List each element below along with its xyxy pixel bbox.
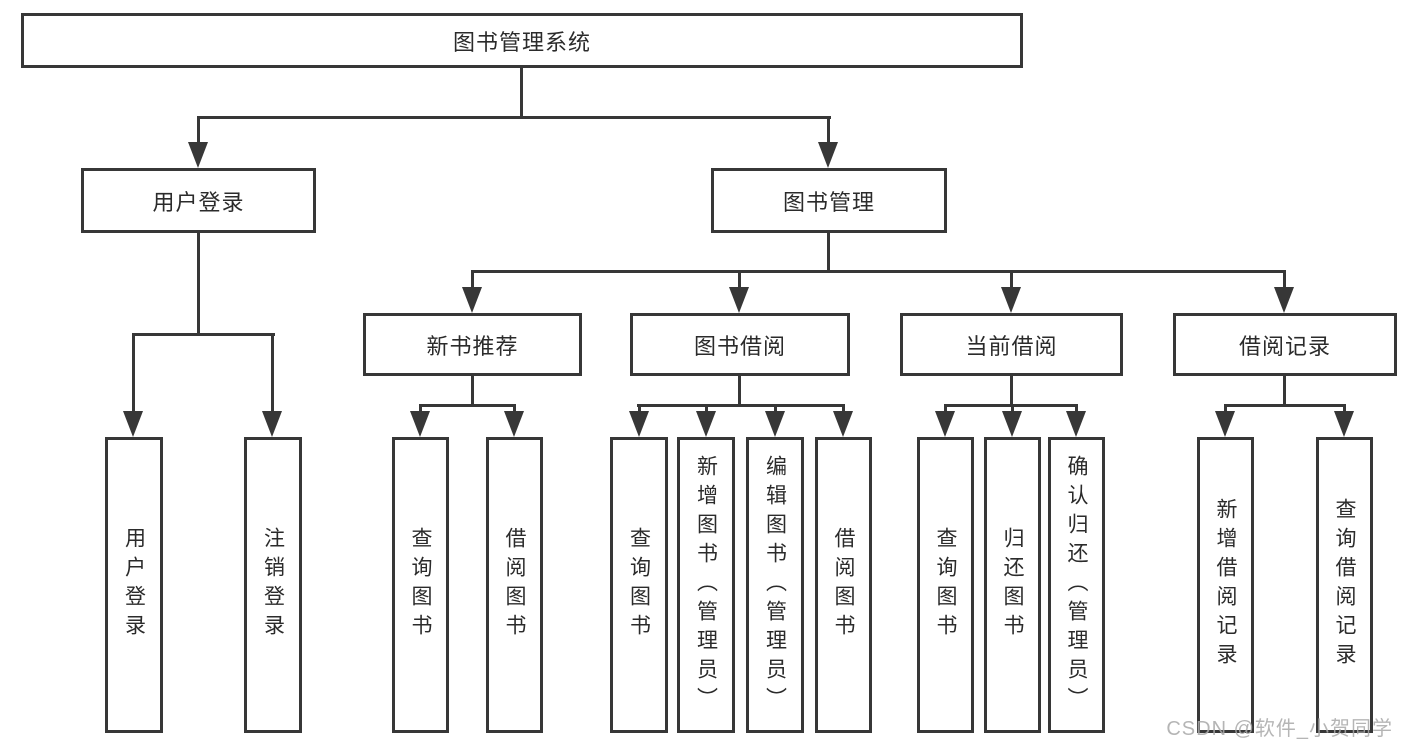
leaf-label: 查询借阅记录 bbox=[1333, 498, 1356, 672]
node-current-borrow: 当前借阅 bbox=[900, 313, 1123, 376]
leaf-label: 新增借阅记录 bbox=[1214, 498, 1237, 672]
leaf-label: 新增图书（管理员） bbox=[694, 454, 718, 716]
arrow-down-icon bbox=[729, 287, 749, 313]
leaf-label: 借阅图书 bbox=[832, 527, 855, 643]
node-label: 借阅记录 bbox=[1238, 333, 1331, 359]
arrow-down-icon bbox=[765, 411, 785, 437]
leaf-logout: 注销登录 bbox=[244, 437, 302, 733]
leaf-add-borrow-record: 新增借阅记录 bbox=[1197, 437, 1254, 733]
leaf-label: 编辑图书（管理员） bbox=[763, 454, 787, 716]
connector-stub bbox=[774, 404, 777, 416]
connector-stub bbox=[705, 404, 708, 416]
connector-stub bbox=[471, 270, 474, 290]
connector-section-stem bbox=[1010, 375, 1013, 407]
node-label: 图书借阅 bbox=[693, 333, 786, 359]
arrow-down-icon bbox=[504, 411, 524, 437]
connector-stub bbox=[1075, 404, 1078, 416]
connector-stub bbox=[1283, 270, 1286, 290]
connector-stub bbox=[513, 404, 516, 416]
leaf-label: 借阅图书 bbox=[503, 527, 526, 643]
connector-section-rail bbox=[1224, 404, 1346, 407]
node-label: 用户登录 bbox=[152, 189, 245, 215]
arrow-down-icon bbox=[462, 287, 482, 313]
connector-section-stem bbox=[738, 375, 741, 407]
connector-userlogin-stem bbox=[197, 232, 200, 336]
connector-stub bbox=[419, 404, 422, 416]
arrow-down-icon bbox=[833, 411, 853, 437]
leaf-confirm-return-admin: 确认归还（管理员） bbox=[1048, 437, 1105, 733]
arrow-down-icon bbox=[818, 142, 838, 168]
connector-stub bbox=[1011, 404, 1014, 416]
connector-stub bbox=[827, 116, 830, 144]
arrow-down-icon bbox=[1274, 287, 1294, 313]
connector-stub bbox=[1010, 270, 1013, 290]
connector-section-rail bbox=[419, 404, 516, 407]
connector-level2-rail bbox=[197, 116, 831, 119]
node-label: 图书管理系统 bbox=[452, 29, 591, 55]
arrow-down-icon bbox=[696, 411, 716, 437]
connector-stub bbox=[842, 404, 845, 416]
leaf-return-book: 归还图书 bbox=[984, 437, 1041, 733]
node-book-management: 图书管理 bbox=[711, 168, 947, 233]
connector-stub bbox=[638, 404, 641, 416]
connector-stub bbox=[1224, 404, 1227, 416]
connector-stub bbox=[944, 404, 947, 416]
arrow-down-icon bbox=[1001, 287, 1021, 313]
node-library-system: 图书管理系统 bbox=[21, 13, 1023, 68]
arrow-down-icon bbox=[262, 411, 282, 437]
connector-stub bbox=[132, 333, 135, 415]
leaf-borrow-books-1: 借阅图书 bbox=[486, 437, 543, 733]
leaf-query-borrow-record: 查询借阅记录 bbox=[1316, 437, 1373, 733]
connector-section-stem bbox=[471, 375, 474, 407]
arrow-down-icon bbox=[1334, 411, 1354, 437]
connector-userlogin-rail bbox=[132, 333, 275, 336]
connector-stub bbox=[738, 270, 741, 290]
leaf-edit-book-admin: 编辑图书（管理员） bbox=[746, 437, 804, 733]
leaf-label: 查询图书 bbox=[934, 527, 957, 643]
leaf-label: 确认归还（管理员） bbox=[1065, 454, 1088, 716]
arrow-down-icon bbox=[935, 411, 955, 437]
node-label: 当前借阅 bbox=[965, 333, 1058, 359]
leaf-add-book-admin: 新增图书（管理员） bbox=[677, 437, 735, 733]
arrow-down-icon bbox=[1002, 411, 1022, 437]
leaf-query-books-1: 查询图书 bbox=[392, 437, 449, 733]
leaf-label: 注销登录 bbox=[261, 527, 285, 643]
connector-stub bbox=[197, 116, 200, 144]
node-label: 图书管理 bbox=[782, 189, 875, 215]
connector-bookmgmt-stem bbox=[827, 232, 830, 273]
leaf-label: 归还图书 bbox=[1001, 527, 1024, 643]
arrow-down-icon bbox=[188, 142, 208, 168]
arrow-down-icon bbox=[410, 411, 430, 437]
leaf-user-login: 用户登录 bbox=[105, 437, 163, 733]
connector-section-stem bbox=[1283, 375, 1286, 407]
leaf-label: 用户登录 bbox=[122, 527, 146, 643]
connector-level3-rail bbox=[471, 270, 1286, 273]
connector-stub bbox=[271, 333, 274, 415]
csdn-watermark: CSDN @软件_小贺同学 bbox=[1166, 718, 1393, 740]
node-borrow-records: 借阅记录 bbox=[1173, 313, 1397, 376]
arrow-down-icon bbox=[629, 411, 649, 437]
leaf-query-books-2: 查询图书 bbox=[610, 437, 668, 733]
leaf-borrow-books-2: 借阅图书 bbox=[815, 437, 872, 733]
leaf-label: 查询图书 bbox=[627, 527, 651, 643]
arrow-down-icon bbox=[1066, 411, 1086, 437]
node-book-borrow: 图书借阅 bbox=[630, 313, 850, 376]
node-user-login: 用户登录 bbox=[81, 168, 316, 233]
arrow-down-icon bbox=[1215, 411, 1235, 437]
node-new-book-recommend: 新书推荐 bbox=[363, 313, 582, 376]
connector-root-stem bbox=[520, 68, 523, 118]
arrow-down-icon bbox=[123, 411, 143, 437]
leaf-label: 查询图书 bbox=[409, 527, 432, 643]
connector-section-rail bbox=[637, 404, 845, 407]
node-label: 新书推荐 bbox=[426, 333, 519, 359]
leaf-query-books-3: 查询图书 bbox=[917, 437, 974, 733]
connector-stub bbox=[1343, 404, 1346, 416]
